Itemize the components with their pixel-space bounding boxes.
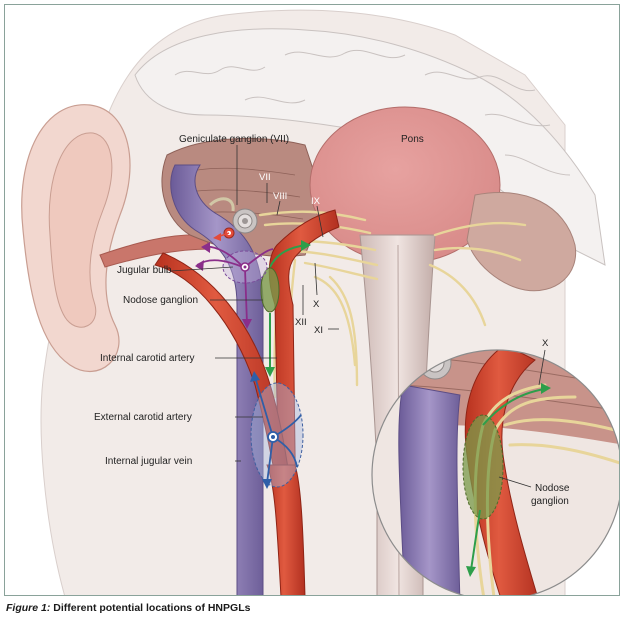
leader-lines: [170, 145, 546, 488]
purple-arrowheads: [195, 242, 252, 329]
label-nerve-xi: XI: [314, 325, 323, 336]
nodose-ganglion: [260, 267, 280, 313]
label-inset-nodose-2: ganglion: [531, 496, 569, 507]
label-nerve-ix: IX: [311, 196, 321, 207]
label-jugular-bulb: Jugular bulb: [117, 265, 172, 276]
carotid-body-dot: [271, 435, 275, 439]
cochlea: [208, 197, 258, 239]
jugular-bulb-dot: [243, 265, 247, 269]
figure-frame: Geniculate ganglion (VII) Pons VII VIII …: [4, 4, 620, 596]
label-internal-carotid-artery: Internal carotid artery: [100, 353, 195, 364]
red-arrow: [213, 232, 230, 241]
ear-inner: [48, 132, 113, 328]
brain-folds: [174, 49, 571, 176]
label-internal-jugular-vein: Internal jugular vein: [105, 456, 192, 467]
caption-text: Different potential locations of HNPGLs: [53, 602, 251, 614]
cerebellum-right: [466, 191, 577, 292]
label-inset-nodose-1: Nodose: [535, 483, 570, 494]
label-nodose-ganglion: Nodose ganglion: [123, 295, 198, 306]
caption-figure-number: Figure 1:: [6, 602, 51, 614]
common-carotid-artery: [266, 464, 306, 595]
internal-jugular-vein: [170, 164, 264, 595]
anatomy-illustration: Geniculate ganglion (VII) Pons VII VIII …: [21, 9, 619, 595]
label-pons: Pons: [401, 134, 424, 145]
green-arrowheads: [265, 240, 311, 377]
label-nerve-x: X: [313, 299, 320, 310]
blue-arrowheads: [250, 371, 272, 489]
figure-caption: Figure 1: Different potential locations …: [6, 602, 250, 614]
label-nerve-viii: VIII: [273, 191, 287, 202]
brain-sketch: [134, 28, 606, 266]
label-nerve-vii: VII: [259, 172, 271, 183]
label-inset-x: X: [542, 338, 549, 349]
label-external-carotid-artery: External carotid artery: [94, 412, 192, 423]
label-geniculate-ganglion: Geniculate ganglion (VII): [179, 134, 289, 145]
label-nerve-xii: XII: [295, 317, 307, 328]
